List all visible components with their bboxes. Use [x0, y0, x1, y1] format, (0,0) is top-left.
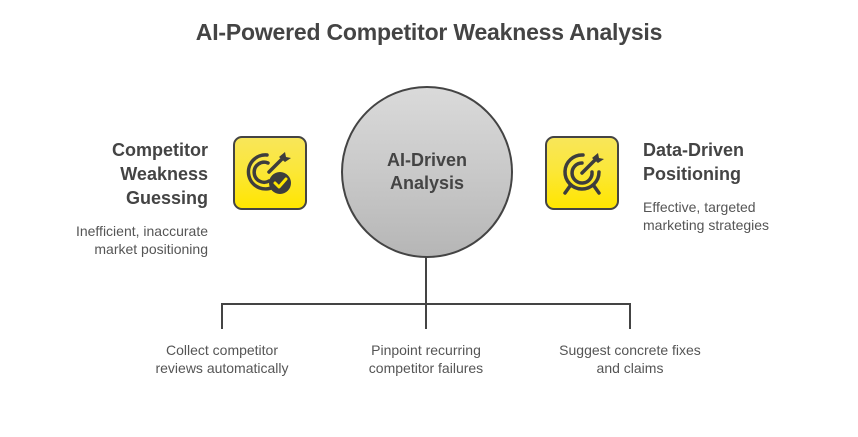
step-pinpoint-failures: Pinpoint recurring competitor failures: [326, 341, 526, 377]
step-collect-reviews: Collect competitor reviews automatically: [122, 341, 322, 377]
description-line: Effective, targeted: [643, 199, 756, 215]
current-state-heading: Competitor Weakness Guessing: [28, 138, 208, 210]
step-suggest-fixes: Suggest concrete fixes and claims: [530, 341, 730, 377]
step-line: Collect competitor: [165, 342, 279, 358]
step-line: reviews automatically: [155, 360, 289, 376]
hub-label: AI-Driven Analysis: [387, 149, 467, 195]
step-line: Pinpoint recurring: [371, 342, 481, 358]
desired-state-description: Effective, targeted marketing strategies: [643, 198, 843, 234]
step-line: and claims: [596, 360, 664, 376]
target-stand-icon-box: [545, 136, 619, 210]
target-check-icon-box: [233, 136, 307, 210]
description-line: marketing strategies: [643, 217, 770, 233]
step-line: Suggest concrete fixes: [559, 342, 701, 358]
desired-state-block: Data-Driven Positioning Effective, targe…: [643, 138, 843, 234]
diagram-title: AI-Powered Competitor Weakness Analysis: [195, 19, 663, 45]
description-line: Inefficient, inaccurate: [75, 223, 208, 239]
current-state-block: Competitor Weakness Guessing Inefficient…: [28, 138, 208, 258]
heading-line: Positioning: [643, 164, 741, 184]
heading-line: Competitor: [112, 140, 208, 160]
description-line: market positioning: [94, 241, 208, 257]
hub-label-line: Analysis: [389, 173, 465, 193]
heading-line: Guessing: [125, 188, 208, 208]
desired-state-heading: Data-Driven Positioning: [643, 138, 843, 186]
heading-line: Data-Driven: [643, 140, 745, 160]
target-stand-icon: [563, 153, 604, 195]
ai-driven-analysis-hub: AI-Driven Analysis: [341, 86, 513, 258]
target-check-icon: [246, 152, 291, 194]
heading-line: Weakness: [120, 164, 208, 184]
current-state-description: Inefficient, inaccurate market positioni…: [28, 222, 208, 258]
step-line: competitor failures: [368, 360, 484, 376]
hub-label-line: AI-Driven: [386, 150, 467, 170]
